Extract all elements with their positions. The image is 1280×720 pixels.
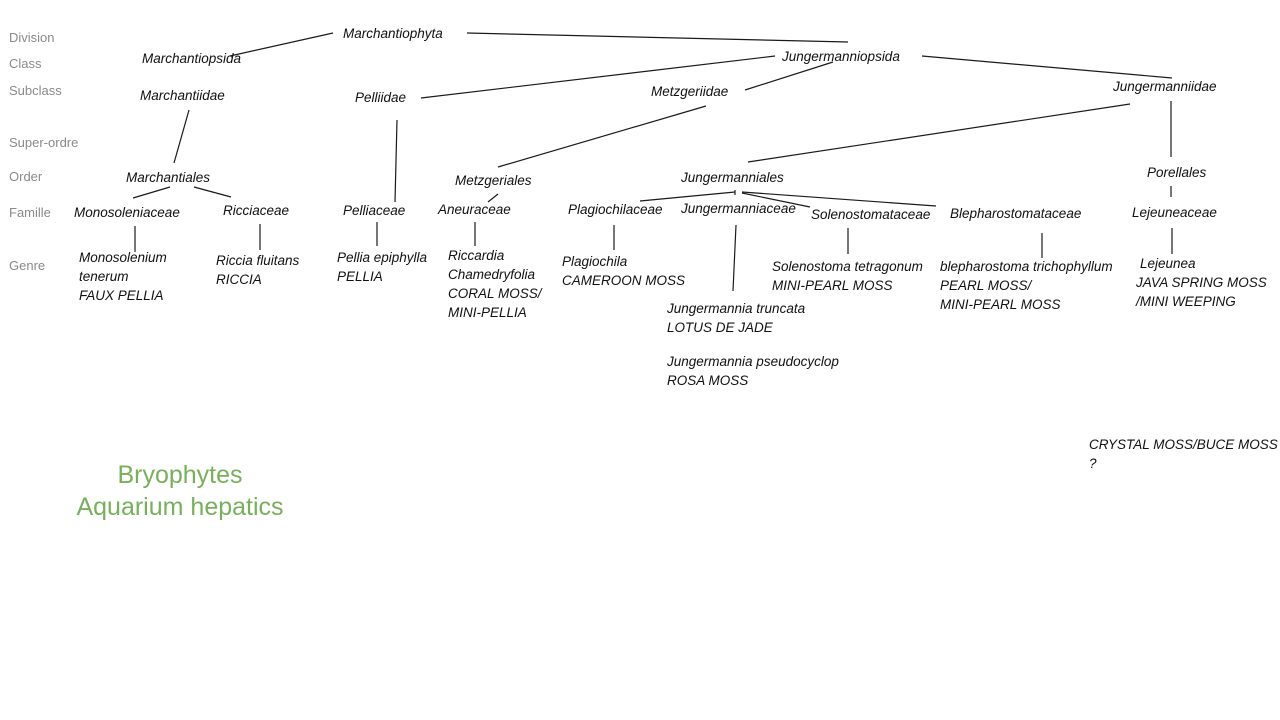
rank-subclass: Subclass [9,83,62,98]
common-name: CAMEROON MOSS [562,273,686,288]
edge-marchantiales-ricciaceae [193,186,232,198]
genus-line: Pellia epiphylla [337,250,428,265]
genus-line: blepharostoma trichophyllum [940,259,1113,274]
common-name: ROSA MOSS [667,373,749,388]
rank-class: Class [9,56,42,71]
genus-riccia: Riccia fluitans RICCIA [216,251,299,289]
genus-blepharostoma: blepharostoma trichophyllum PEARL MOSS/ … [940,257,1113,314]
edge-marchantiidae-marchantiales [173,109,190,164]
taxon-marchantiopsida: Marchantiopsida [142,51,242,66]
taxon-jungermanniales: Jungermanniales [681,170,784,185]
edge-metzgeriales-aneuraceae [487,193,499,203]
genus-plagiochila: Plagiochila CAMEROON MOSS [562,252,685,290]
genus-jungermannia-pseudocyclop: Jungermannia pseudocyclop ROSA MOSS [667,352,839,390]
genus-line: ? [1089,456,1097,471]
genus-solenostoma: Solenostoma tetragonum MINI-PEARL MOSS [772,257,923,295]
genus-line: Solenostoma tetragonum [772,259,923,274]
common-name: MINI-PELLIA [448,305,527,320]
edge-jungermanniopsida-jungermanniidae [921,55,1173,79]
caption-line-1: Bryophytes [117,461,243,489]
rank-superorder: Super-ordre [9,135,79,150]
taxon-metzgeriales: Metzgeriales [455,173,532,188]
taxon-monosoleniaceae: Monosoleniaceae [74,205,180,220]
rank-order: Order [9,169,43,184]
taxon-solenostomataceae: Solenostomataceae [811,207,931,222]
edge-jungermanniopsida-pelliidae [420,55,776,99]
common-name: MINI-PEARL MOSS [772,278,893,293]
genus-riccardia: Riccardia Chamedryfolia CORAL MOSS/ MINI… [448,246,542,322]
common-name: CORAL MOSS/ [448,286,542,301]
edge-jungermanniales-blepharostomataceae [741,191,937,207]
genus-crystal-moss: CRYSTAL MOSS/BUCE MOSS ? [1089,435,1278,473]
edge-jungermanniopsida-metzgeriidae [744,61,834,91]
edge-jungermanniaceae-genus [732,224,737,292]
edge-jungermanniidae-jungermanniales [747,103,1131,163]
caption-line-2: Aquarium hepatics [76,493,284,521]
genus-line: Riccia fluitans [216,253,300,268]
common-name: CRYSTAL MOSS/BUCE MOSS [1089,437,1278,452]
edge-jungermanniales-solenostomataceae [741,192,811,208]
rank-family: Famille [9,205,51,220]
genus-line: Riccardia [448,248,505,263]
taxon-blepharostomataceae: Blepharostomataceae [950,206,1082,221]
rank-division: Division [9,30,55,45]
taxon-marchantiales: Marchantiales [126,170,211,185]
common-name: PEARL MOSS/ [940,278,1032,293]
edge-pelliidae-pelliaceae [394,119,398,203]
genus-line: Chamedryfolia [448,267,536,282]
common-name: RICCIA [216,272,262,287]
edge-marchantiophyta-jungermanniopsida [466,32,849,43]
edge-marchantiophyta-marchantiopsida [229,32,334,57]
taxon-lejeuneaceae: Lejeuneaceae [1132,205,1217,220]
taxon-plagiochilaceae: Plagiochilaceae [568,202,663,217]
common-name: /MINI WEEPING [1136,294,1236,309]
rank-genus: Genre [9,258,46,273]
genus-line: Jungermannia pseudocyclop [667,354,839,369]
taxon-aneuraceae: Aneuraceae [438,202,511,217]
edge-marchantiales-monosoleniaceae [132,186,171,199]
taxon-ricciaceae: Ricciaceae [223,203,290,218]
taxon-pelliaceae: Pelliaceae [343,203,406,218]
genus-pellia: Pellia epiphylla PELLIA [337,248,427,286]
taxon-jungermanniaceae: Jungermanniaceae [681,201,796,216]
common-name: FAUX PELLIA [79,288,164,303]
edge-metzgeriidae-metzgeriales [497,105,707,168]
taxon-porellales: Porellales [1147,165,1207,180]
common-name: PELLIA [337,269,383,284]
common-name: LOTUS DE JADE [667,320,773,335]
genus-line: Lejeunea [1140,256,1196,271]
genus-line: Plagiochila [562,254,628,269]
genus-monosolenium: Monosolenium tenerum FAUX PELLIA [79,248,167,305]
taxon-jungermanniopsida: Jungermanniopsida [782,49,900,64]
diagram-caption: Bryophytes Aquarium hepatics [50,459,310,523]
common-name: MINI-PEARL MOSS [940,297,1061,312]
genus-lejeunea: Lejeunea JAVA SPRING MOSS /MINI WEEPING [1136,254,1267,311]
taxon-metzgeriidae: Metzgeriidae [651,84,729,99]
genus-line: Jungermannia truncata [667,301,806,316]
genus-line: tenerum [79,269,129,284]
taxon-marchantiophyta: Marchantiophyta [343,26,443,41]
common-name: JAVA SPRING MOSS [1136,275,1267,290]
genus-jungermannia-truncata: Jungermannia truncata LOTUS DE JADE [667,299,805,337]
taxon-marchantiidae: Marchantiidae [140,88,225,103]
edge-jungermanniales-plagiochilaceae [639,191,736,202]
genus-line: Monosolenium [79,250,167,265]
taxon-pelliidae: Pelliidae [355,90,407,105]
taxon-jungermanniidae: Jungermanniidae [1113,79,1217,94]
